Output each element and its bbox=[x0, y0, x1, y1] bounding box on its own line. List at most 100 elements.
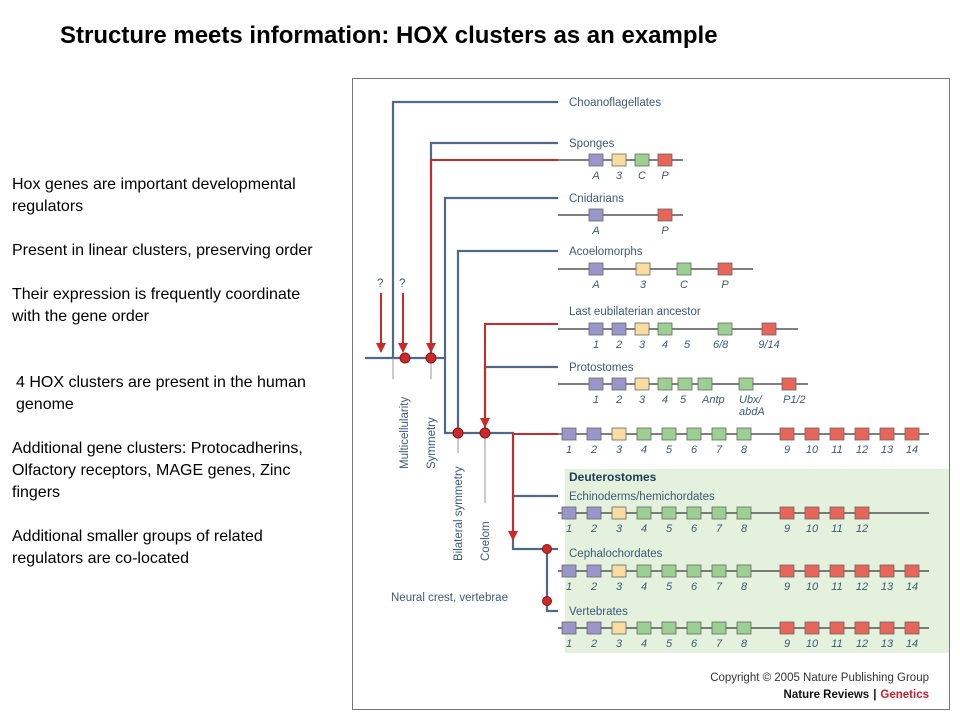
hox-gene-box bbox=[904, 621, 920, 635]
hox-gene-box bbox=[661, 427, 677, 441]
hox-gene-label: 2 bbox=[615, 339, 622, 351]
hox-gene-label: 2 bbox=[590, 444, 597, 456]
journal-section: Genetics bbox=[880, 689, 929, 701]
hox-gene-box bbox=[854, 564, 870, 578]
hox-gene-box bbox=[634, 153, 650, 167]
hox-gene-box bbox=[697, 377, 713, 391]
hox-gene-box bbox=[804, 427, 820, 441]
hox-gene-box bbox=[661, 506, 677, 520]
hox-gene-box bbox=[561, 564, 577, 578]
hox-gene-box bbox=[588, 322, 604, 336]
arrow-sponges-cluster bbox=[430, 159, 558, 349]
hox-gene-box bbox=[761, 322, 777, 336]
hox-gene-box bbox=[779, 621, 795, 635]
hox-gene-box bbox=[611, 153, 627, 167]
copyright-text: Copyright © 2005 Nature Publishing Group bbox=[710, 672, 929, 684]
hox-gene-box bbox=[736, 427, 752, 441]
hox-gene-box bbox=[657, 208, 673, 222]
taxon-eubilaterian-ancestor: Last eubilaterian ancestor bbox=[569, 306, 701, 318]
hox-gene-label: 11 bbox=[831, 581, 842, 593]
arrow-eubilaterian-cluster bbox=[484, 323, 558, 424]
hox-gene-label: 7 bbox=[716, 638, 723, 650]
hox-gene-label: 5 bbox=[666, 581, 673, 593]
hox-gene-label: 6 bbox=[691, 638, 698, 650]
hox-gene-box bbox=[854, 621, 870, 635]
bullet-list: Hox genes are important developmental re… bbox=[12, 174, 322, 592]
hox-gene-box bbox=[634, 322, 650, 336]
hox-gene-label: 4 bbox=[641, 444, 647, 456]
hox-gene-box bbox=[779, 427, 795, 441]
hox-gene-box bbox=[611, 564, 627, 578]
hox-gene-box bbox=[711, 427, 727, 441]
hox-gene-box bbox=[779, 564, 795, 578]
node-bilateral-symmetry bbox=[452, 427, 464, 439]
node-cephalochordates bbox=[542, 544, 552, 554]
taxon-sponges: Sponges bbox=[569, 138, 615, 150]
label-symmetry: Symmetry bbox=[426, 417, 438, 469]
hox-gene-label: 14 bbox=[906, 638, 918, 650]
hox-gene-label: 5 bbox=[684, 339, 691, 351]
hox-gene-box bbox=[561, 427, 577, 441]
hox-gene-label: 11 bbox=[831, 444, 842, 456]
arrowhead-5 bbox=[508, 531, 518, 541]
hox-gene-label: 7 bbox=[716, 523, 723, 535]
label-coelom: Coelom bbox=[480, 521, 492, 561]
arrow-full-cluster bbox=[512, 433, 558, 537]
hox-gene-label: 14 bbox=[906, 581, 918, 593]
hox-gene-box bbox=[804, 506, 820, 520]
journal-separator: | bbox=[873, 689, 876, 701]
branch-choanoflagellates bbox=[365, 100, 558, 360]
hox-gene-label: 13 bbox=[881, 581, 894, 593]
hox-gene-box bbox=[586, 506, 602, 520]
hox-gene-box bbox=[829, 564, 845, 578]
bullet-coordinate-expression: Their expression is frequently coordinat… bbox=[12, 286, 301, 325]
hox-gene-label: 12 bbox=[856, 444, 868, 456]
taxon-cnidarians: Cnidarians bbox=[569, 193, 624, 205]
hox-gene-box bbox=[635, 262, 651, 276]
journal-credit: Nature Reviews| Genetics bbox=[784, 689, 929, 701]
hox-gene-box bbox=[661, 564, 677, 578]
journal-name: Nature Reviews bbox=[784, 689, 870, 701]
hox-gene-box bbox=[829, 427, 845, 441]
hox-gene-label: 6 bbox=[691, 444, 698, 456]
hox-gene-label: 13 bbox=[881, 444, 894, 456]
hox-phylogeny-figure: ? ? Multicellularity Symmetry Bilateral … bbox=[352, 78, 950, 710]
hox-gene-label: 8 bbox=[741, 581, 748, 593]
hox-gene-label: Ubx/ bbox=[739, 394, 763, 406]
hox-gene-label: 9/14 bbox=[758, 339, 779, 351]
hox-gene-box bbox=[677, 377, 693, 391]
hox-gene-box bbox=[611, 506, 627, 520]
label-neural-crest: Neural crest, vertebrae bbox=[391, 592, 508, 604]
bullet-four-clusters: 4 HOX clusters are present in the human … bbox=[16, 374, 306, 413]
deuterostomes-header: Deuterostomes bbox=[569, 470, 657, 484]
hox-gene-label: 4 bbox=[662, 394, 668, 406]
hox-gene-box bbox=[676, 262, 692, 276]
bullet-linear-clusters: Present in linear clusters, preserving o… bbox=[12, 242, 313, 259]
hox-gene-box bbox=[711, 564, 727, 578]
bullet-additional-clusters: Additional gene clusters: Protocadherins… bbox=[12, 440, 303, 501]
hox-gene-label: 3 bbox=[616, 581, 623, 593]
label-bilateral-symmetry: Bilateral symmetry bbox=[453, 466, 465, 561]
hox-gene-box bbox=[736, 564, 752, 578]
hox-gene-box bbox=[611, 322, 627, 336]
arrowhead-4 bbox=[480, 418, 490, 428]
hox-gene-label: 1 bbox=[566, 638, 572, 650]
hox-gene-label: 1 bbox=[566, 444, 572, 456]
hox-gene-box bbox=[657, 153, 673, 167]
hox-gene-label: P bbox=[661, 170, 669, 182]
hox-gene-label: 8 bbox=[741, 523, 748, 535]
node-vertebrates bbox=[542, 596, 552, 606]
taxon-choanoflagellates: Choanoflagellates bbox=[569, 97, 661, 109]
stem-chordates bbox=[511, 496, 547, 551]
hox-gene-box bbox=[711, 621, 727, 635]
hox-gene-box bbox=[636, 427, 652, 441]
node-symmetry bbox=[425, 352, 437, 364]
hox-gene-box bbox=[657, 377, 673, 391]
taxon-acoelomorphs: Acoelomorphs bbox=[569, 246, 643, 258]
hox-gene-box bbox=[804, 621, 820, 635]
hox-gene-label: 5 bbox=[666, 638, 673, 650]
hox-gene-label: 1 bbox=[593, 394, 599, 406]
unknown-mark-2: ? bbox=[399, 278, 405, 290]
branch-acoelomorphs bbox=[456, 249, 558, 433]
